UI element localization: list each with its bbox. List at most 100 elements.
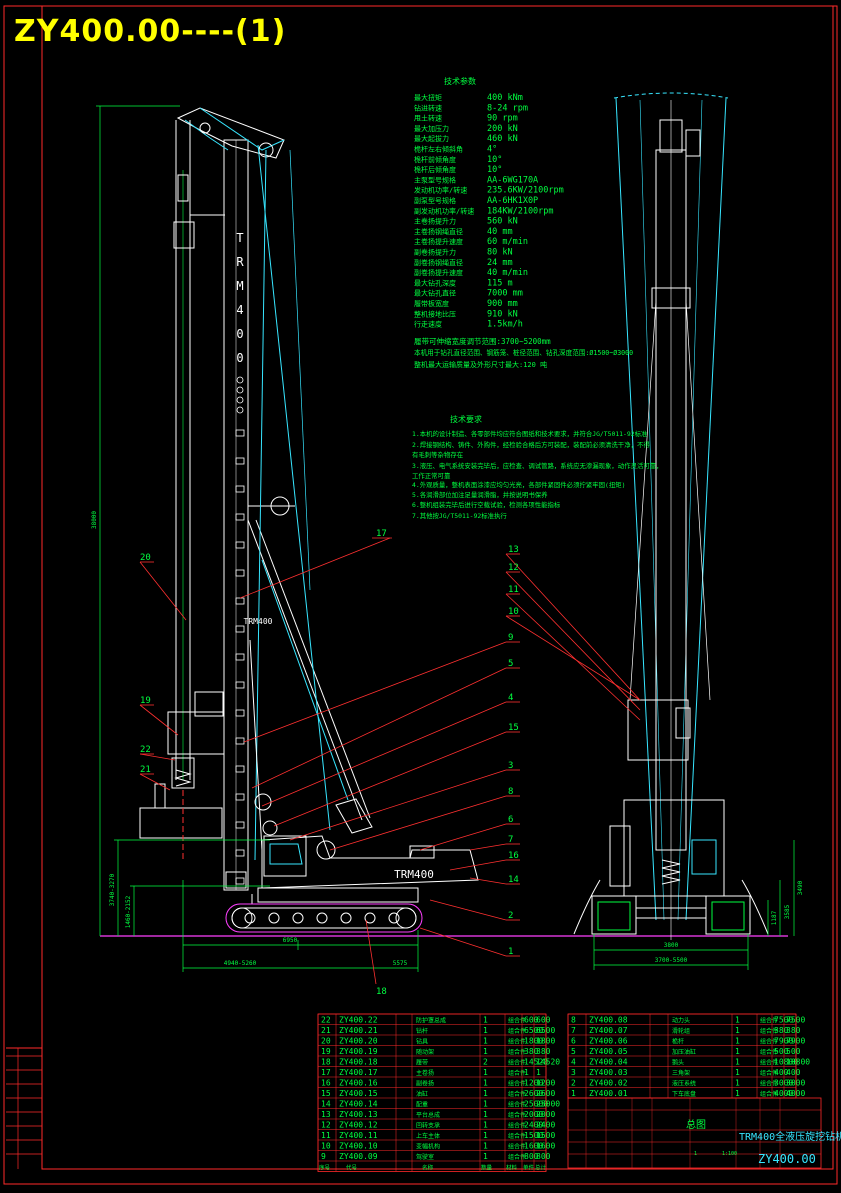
upper-body: [261, 835, 479, 889]
bom-unit-weight: 600: [524, 1016, 539, 1025]
tilt-range-line-right: [685, 97, 727, 921]
bom-unit-weight: 1600: [524, 1142, 543, 1151]
bom-header-cell: 总计: [535, 1164, 547, 1172]
bom-material: 组合件: [508, 1143, 526, 1151]
bom-material: 组合件: [508, 1017, 526, 1025]
bom-unit-weight: 380: [774, 1026, 789, 1035]
bom-no: 9: [321, 1152, 326, 1161]
param-name: 最大加压力: [414, 124, 449, 133]
bom-code: ZY400.11: [339, 1131, 378, 1140]
bom-name: 三角架: [672, 1069, 690, 1077]
bom-unit-weight: 7500: [774, 1016, 793, 1025]
param-value: 910 kN: [487, 309, 518, 319]
bom-total-weight: 600: [536, 1016, 551, 1025]
param-line-2: 本机用于钻孔直径范围、钢筋笼、桩径范围、钻孔深度范围:Ø1500~Ø3000: [414, 348, 633, 357]
param-name: 最大扭矩: [414, 93, 442, 102]
bom-qty: 1: [735, 1037, 740, 1046]
bom-material: 组合件: [508, 1111, 526, 1119]
bom-no: 22: [321, 1016, 331, 1025]
bom-total-weight: 2400: [536, 1121, 555, 1130]
bom-no: 12: [321, 1121, 331, 1130]
bom-qty: 1: [483, 1037, 488, 1046]
callout-9: 9: [508, 633, 513, 643]
bom-material: 组合件: [508, 1080, 526, 1088]
front-body: [623, 799, 725, 897]
param-value: 10°: [487, 155, 502, 165]
callout-12: 12: [508, 563, 519, 573]
param-value: AA-6WG170A: [487, 175, 538, 185]
bom-unit-weight: 1500: [524, 1131, 543, 1140]
param-name: 最大钻孔深度: [414, 278, 456, 287]
bom-material: 组合件: [760, 1017, 778, 1025]
callout-17: 17: [376, 529, 387, 539]
bom-unit-weight: 1200: [524, 1079, 543, 1088]
bom-code: ZY400.08: [589, 1016, 628, 1025]
bom-material: 组合件: [760, 1027, 778, 1035]
bom-unit-weight: 7900: [774, 1037, 793, 1046]
bom-code: ZY400.12: [339, 1121, 378, 1130]
bom-name: 驾驶室: [416, 1153, 434, 1161]
param-name: 甩土转速: [414, 114, 442, 123]
callout-21: 21: [140, 765, 151, 775]
tilt-range-line-left: [615, 97, 657, 921]
bom-unit-weight: 6500: [524, 1026, 543, 1035]
param-name: 副卷扬钢绳直径: [414, 258, 463, 267]
bom-code: ZY400.20: [339, 1037, 378, 1046]
bom-name: 上车主体: [416, 1132, 440, 1140]
bom-unit-weight: 3000: [774, 1079, 793, 1088]
param-name: 主泵型号规格: [414, 175, 456, 184]
param-value: AA-6HK1X0P: [487, 196, 538, 206]
mast-logo-char: 4: [236, 303, 243, 317]
bom-no: 19: [321, 1047, 331, 1056]
mast-logo-char: 0: [236, 351, 243, 365]
dim-r_w1: 3800: [664, 942, 679, 949]
tech-item: 6.整机组装完毕后进行空载试验，检测各项性能指标: [412, 500, 561, 509]
param-value: 60 m/min: [487, 237, 528, 247]
callout-19: 19: [140, 696, 151, 706]
param-value: 460 kN: [487, 134, 518, 144]
param-name: 行走速度: [414, 320, 442, 329]
callout-5: 5: [508, 659, 513, 669]
bom-name: 主卷扬: [416, 1069, 434, 1077]
bom-no: 15: [321, 1089, 331, 1098]
bom-material: 组合件: [760, 1048, 778, 1056]
bom-material: 组合件: [760, 1059, 778, 1067]
tech-item: 4.外观质量，整机表面涂漆应均匀光亮，各部件紧固件必须拧紧牢固(扭矩): [412, 480, 626, 489]
bom-code: ZY400.04: [589, 1058, 628, 1067]
param-name: 发动机功率/转速: [414, 186, 467, 195]
bom-no: 14: [321, 1100, 331, 1109]
tech-item: 3.液压、电气系统安装完毕后，应检查、调试管路，系统应无渗漏现象，动作灵活可靠，: [412, 461, 663, 470]
param-value: 235.6KW/2100rpm: [487, 186, 564, 196]
bom-qty: 1: [483, 1068, 488, 1077]
bom-material: 组合件: [508, 1132, 526, 1140]
callout-15: 15: [508, 723, 519, 733]
leader-lines: [139, 537, 641, 985]
front-power-head: [627, 699, 689, 761]
bom-total-weight: 1800: [536, 1037, 555, 1046]
bom-code: ZY400.16: [339, 1079, 378, 1088]
mast-logo-char: 0: [236, 327, 243, 341]
bom-total-weight: 800: [536, 1152, 551, 1161]
bom-material: 组合件: [508, 1048, 526, 1056]
param-name: 主卷扬钢绳直径: [414, 227, 463, 236]
mast-logo-char: M: [236, 279, 243, 293]
callout-14: 14: [508, 875, 519, 885]
bom-qty: 1: [735, 1068, 740, 1077]
bom-no: 13: [321, 1110, 331, 1119]
bom-material: 组合件: [760, 1038, 778, 1046]
bom-qty: 1: [735, 1079, 740, 1088]
dim-r_w2: 3700-5500: [655, 957, 688, 964]
bom-total-weight: 1600: [536, 1142, 555, 1151]
dim-w1: 6950: [283, 937, 298, 944]
bom-material: 组合件: [508, 1122, 526, 1130]
bom-unit-weight: 25000: [524, 1100, 548, 1109]
bom-material: 组合件: [508, 1101, 526, 1109]
bom-total-weight: 400: [786, 1068, 801, 1077]
param-name: 桅杆后倾角度: [414, 165, 456, 174]
bom-qty: 1: [483, 1089, 488, 1098]
bom-material: 组合件: [760, 1069, 778, 1077]
